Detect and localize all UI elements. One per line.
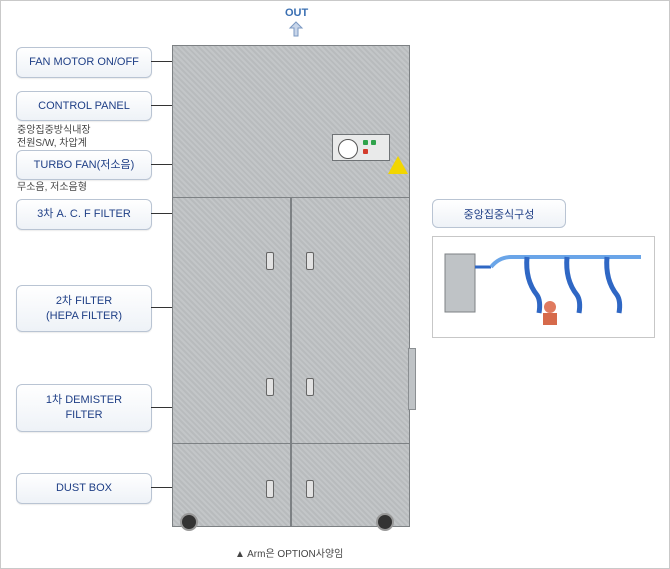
pressure-gauge-icon — [338, 139, 358, 159]
control-panel-text: CONTROL PANEL — [38, 99, 130, 112]
door-handle-icon — [306, 480, 314, 498]
door-handle-icon — [266, 252, 274, 270]
third-filter-text: 3차 A. C. F FILTER — [37, 208, 131, 220]
status-led-icon — [371, 140, 376, 145]
control-panel-note: 중앙집중방식내장 전원S/W, 차압계 — [17, 125, 91, 149]
turbo-fan-note: 무소음, 저소음형 — [17, 182, 87, 193]
second-filter-button[interactable]: 2차 FILTER (HEPA FILTER) — [16, 285, 152, 332]
up-arrow-icon — [288, 21, 304, 37]
first-demister-button[interactable]: 1차 DEMISTER FILTER — [16, 384, 152, 432]
dust-collector-machine — [172, 45, 416, 531]
arm-system-illustration — [444, 253, 641, 325]
option-caption: ▲ Arm은 OPTION사양임 — [235, 549, 344, 560]
warning-sign-icon — [388, 156, 408, 174]
control-panel-button[interactable]: CONTROL PANEL — [16, 91, 152, 121]
out-label: OUT — [285, 7, 309, 19]
caster-wheel-icon — [376, 513, 394, 531]
door-handle-icon — [266, 480, 274, 498]
control-panel-box — [332, 134, 390, 161]
third-filter-button[interactable]: 3차 A. C. F FILTER — [16, 199, 152, 230]
central-system-diagram — [432, 236, 655, 338]
right-filter-door — [291, 197, 410, 444]
dust-box-button[interactable]: DUST BOX — [16, 473, 152, 504]
alarm-led-icon — [363, 149, 368, 154]
turbo-fan-button[interactable]: TURBO FAN(저소음) — [16, 150, 152, 180]
central-system-text: 중앙집중식구성 — [463, 208, 535, 221]
fan-motor-onoff-button[interactable]: FAN MOTOR ON/OFF — [16, 47, 152, 78]
side-duct — [408, 348, 416, 410]
fan-motor-onoff-text: FAN MOTOR ON/OFF — [29, 56, 139, 68]
door-handle-icon — [306, 252, 314, 270]
power-led-icon — [363, 140, 368, 145]
door-handle-icon — [266, 378, 274, 396]
left-filter-door — [172, 197, 291, 444]
second-filter-text: 2차 FILTER (HEPA FILTER) — [46, 294, 122, 322]
door-handle-icon — [306, 378, 314, 396]
first-demister-text: 1차 DEMISTER FILTER — [45, 394, 123, 421]
upper-cabinet — [172, 45, 410, 199]
caster-wheel-icon — [180, 513, 198, 531]
central-system-button[interactable]: 중앙집중식구성 — [432, 199, 566, 228]
turbo-fan-text: TURBO FAN(저소음) — [33, 158, 135, 171]
dust-box-text: DUST BOX — [55, 482, 113, 494]
